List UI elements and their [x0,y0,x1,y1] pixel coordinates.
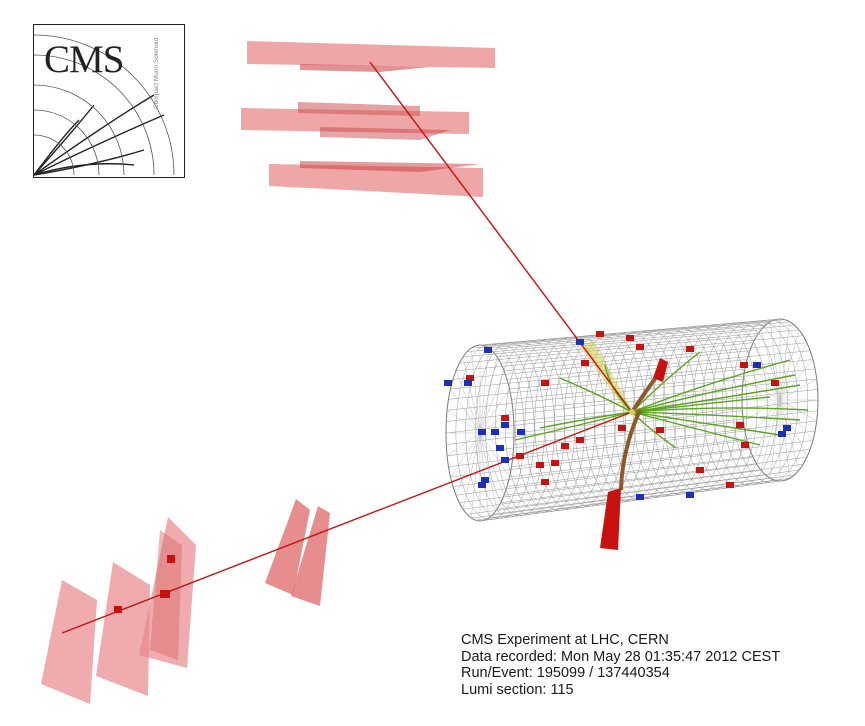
calo-tower-up [653,358,668,382]
muon-chamber-left-2 [96,562,150,696]
ecal-hit [561,443,569,449]
ecal-hit [516,453,524,459]
central-deposits [600,358,668,550]
muon-chamber-top-1 [247,41,495,72]
hcal-hit [778,431,786,437]
hcal-hit [501,422,509,428]
ecal-hit [636,344,644,350]
cms-logo-curves [34,34,175,176]
cms-logo-subtitle: Compact Muon Solenoid [153,37,160,109]
ecal-hit [551,460,559,466]
ecal-hit [596,331,604,337]
ecal-hit [536,462,544,468]
muon-chamber-top-2 [241,102,469,140]
ecal-hit [618,425,626,431]
hcal-hit [576,339,584,345]
ecal-hit [740,362,748,368]
ecal-hit [696,467,704,473]
charged-tracks [514,351,809,449]
hcal-hit [478,482,486,488]
hcal-hit [636,494,644,500]
interaction-vertex [629,409,635,415]
ecal-hit [686,346,694,352]
ecal-hit [541,380,549,386]
caption-run-event: Run/Event: 195099 / 137440354 [461,665,670,681]
cms-logo: CMS Compact Muon Solenoid [33,24,185,178]
calo-tower-down [600,488,621,550]
muon-chamber-left-1 [41,580,97,704]
muon-chamber-top-3 [269,161,483,197]
caption-date: Data recorded: Mon May 28 01:35:47 2012 … [461,648,781,665]
upper-muon-chambers [241,41,495,197]
hcal-hit [686,492,694,498]
caption-experiment: CMS Experiment at LHC, CERN [461,632,669,648]
hcal-hit [481,477,489,483]
hcal-hit [753,362,761,368]
hcal-hit [444,380,452,386]
jet-cone [581,340,634,414]
ecal-hit [466,375,474,381]
hcal-hit [478,429,486,435]
ecal-hit [541,479,549,485]
muon-tracks [61,61,633,634]
hcal-hit [496,445,504,451]
ecal-hit [726,482,734,488]
ecal-hit [771,380,779,386]
hcal-hit [464,380,472,386]
ecal-hit [741,442,749,448]
muon-chamber-mid-2 [291,506,330,606]
muon-chamber-mid-1 [265,499,310,595]
ecal-hit [501,415,509,421]
hcal-hit [491,429,499,435]
hcal-hit [484,347,492,353]
event-caption: CMS Experiment at LHC, CERN Data recorde… [461,632,780,698]
ecal-hit [581,360,589,366]
ecal-hit [626,335,634,341]
caption-lumi-section: Lumi section: 115 [461,681,574,698]
ecal-hit [656,427,664,433]
cms-logo-text: CMS [44,38,124,81]
hcal-hit [501,457,509,463]
lower-muon-chambers [41,499,330,704]
ecal-hit [736,422,744,428]
ecal-hit [576,437,584,443]
hcal-hit [783,425,791,431]
calorimeter-hits [444,331,791,500]
hcal-hit [517,429,525,435]
